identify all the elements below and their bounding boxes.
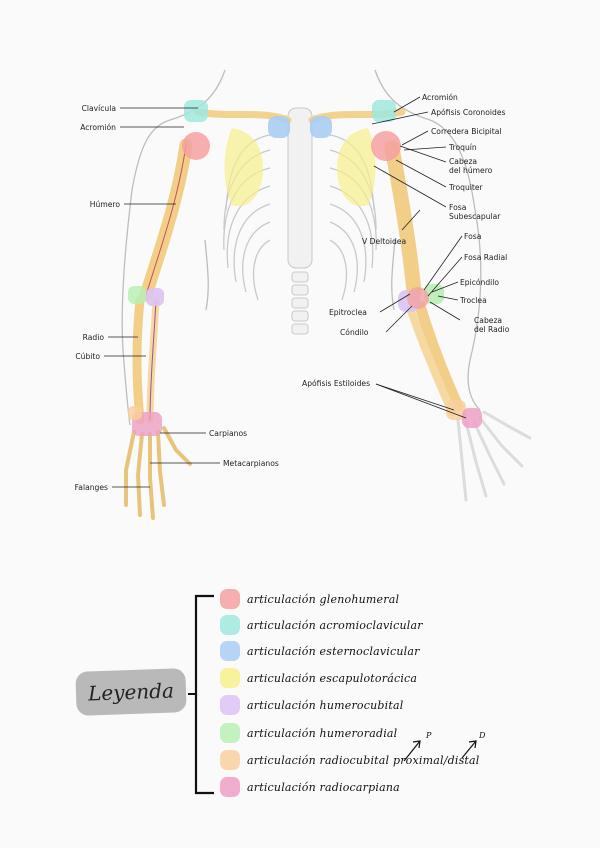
legend-item-label: articulación glenohumeral <box>247 593 399 606</box>
label-epicondyle: Epicóndilo <box>460 278 499 287</box>
label-radial-head-1: Cabeza <box>474 316 502 325</box>
label-acromion-left: Acromión <box>60 123 116 132</box>
label-coronoid-process: Apófisis Coronoides <box>431 108 505 117</box>
legend-swatch <box>220 589 240 609</box>
legend-swatch <box>220 750 240 770</box>
mark-proximal: P <box>426 731 431 740</box>
label-trochlea: Troclea <box>460 296 487 305</box>
label-greater-tubercle: Troquiter <box>449 183 483 192</box>
elbow-left-radial <box>128 286 146 304</box>
legend-item-label: articulación radiocarpiana <box>247 781 400 794</box>
acromioclavicular-right <box>372 100 396 122</box>
legend-item-label: articulación esternoclavicular <box>247 645 420 658</box>
legend-item: articulación humerocubital <box>220 694 403 716</box>
legend-swatch <box>220 695 240 715</box>
label-condyle: Cóndilo <box>340 328 368 337</box>
legend-item: articulación humeroradial <box>220 722 397 744</box>
label-metacarpals: Metacarpianos <box>223 459 279 468</box>
glenohumeral-left <box>182 132 210 160</box>
humerus-left <box>146 145 186 295</box>
label-carpals: Carpianos <box>209 429 247 438</box>
label-ulna: Cúbito <box>46 352 100 361</box>
label-bicipital-groove: Corredera Bicipital <box>431 127 502 136</box>
sternoclavicular-left <box>268 116 290 138</box>
label-phalanges: Falanges <box>50 483 108 492</box>
legend-item: articulación radiocarpiana <box>220 776 400 798</box>
spine <box>292 272 308 334</box>
acromioclavicular-left <box>184 100 208 122</box>
legend-item-label: articulación radiocubital proximal/dista… <box>247 754 480 767</box>
mark-distal: D <box>479 731 485 740</box>
legend-item: articulación radiocubital proximal/dista… <box>220 749 480 771</box>
elbow-left-ulnar <box>146 288 164 306</box>
label-acromion-right: Acromión <box>422 93 458 102</box>
legend-item-label: articulación escapulotorácica <box>247 672 417 685</box>
label-subscapular-fossa-1: Fosa <box>449 203 466 212</box>
label-styloid-process: Apófisis Estiloides <box>302 379 370 388</box>
label-subscapular-fossa-2: Subescapular <box>449 212 500 221</box>
label-radial-fossa: Fosa Radial <box>464 253 507 262</box>
legend-item: articulación acromioclavicular <box>220 614 423 636</box>
legend-swatch <box>220 723 240 743</box>
legend-swatch <box>220 777 240 797</box>
label-humeral-head-1: Cabeza <box>449 157 477 166</box>
hand-left <box>126 428 190 518</box>
label-humeral-head-2: del húmero <box>449 166 492 175</box>
legend-item: articulación glenohumeral <box>220 588 399 610</box>
label-radius: Radio <box>50 333 104 342</box>
legend-item-label: articulación humeroradial <box>247 727 397 740</box>
elbow-right-center <box>407 287 429 309</box>
legend-item-label: articulación acromioclavicular <box>247 619 423 632</box>
legend-swatch <box>220 615 240 635</box>
radioulnar-distal-left <box>128 406 142 420</box>
legend-swatch <box>220 641 240 661</box>
label-humerus: Húmero <box>60 200 120 209</box>
label-clavicle-left: Clavícula <box>60 104 116 113</box>
label-lesser-tubercle: Troquín <box>449 143 477 152</box>
legend-item-label: articulación humerocubital <box>247 699 403 712</box>
arm-skeleton-diagram <box>0 0 600 560</box>
legend-title: Leyenda <box>75 668 186 716</box>
label-fossa: Fosa <box>464 232 481 241</box>
radius-left <box>137 300 140 420</box>
label-epitrochlea: Epitroclea <box>329 308 367 317</box>
legend-swatch <box>220 668 240 688</box>
legend-item: articulación escapulotorácica <box>220 667 417 689</box>
label-radial-head-2: del Radio <box>474 325 509 334</box>
glenohumeral-right <box>371 131 401 161</box>
label-deltoid-tuberosity: V Deltoidea <box>362 237 406 246</box>
sternum <box>288 108 312 268</box>
legend-item: articulación esternoclavicular <box>220 640 420 662</box>
sternoclavicular-right <box>310 116 332 138</box>
